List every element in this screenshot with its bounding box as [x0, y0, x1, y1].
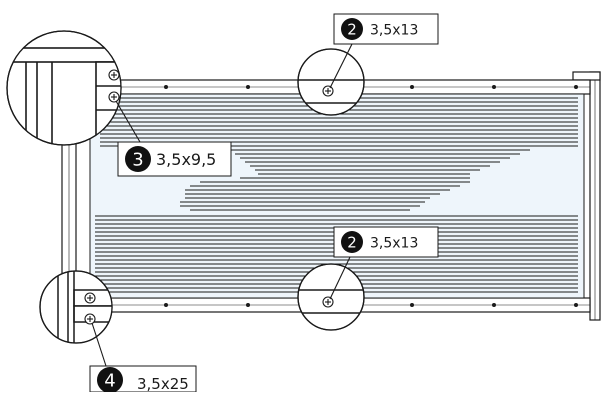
phillips-screw-icon	[322, 296, 334, 308]
callout-number: 3	[132, 150, 143, 171]
callout-spec: 3,5x13	[370, 23, 418, 39]
rail-screw-dot	[164, 303, 168, 307]
callout-spec: 3,5x25	[137, 375, 189, 392]
rail-screw-dot	[246, 85, 250, 89]
rail-screw-dot	[410, 85, 414, 89]
callout-number: 2	[347, 234, 357, 252]
callout-top-center: 2 3,5x13	[333, 13, 439, 45]
rail-screw-dot	[574, 85, 578, 89]
detail-circle-bottom-left	[39, 270, 113, 344]
callout-spec: 3,5x13	[370, 236, 418, 252]
callout-number: 4	[104, 371, 115, 392]
detail-circle-top-center	[297, 48, 365, 116]
rail-screw-dot	[410, 303, 414, 307]
callout-bottom-center: 2 3,5x13	[333, 226, 439, 258]
callout-left-top: 3 3,5x9,5	[117, 141, 232, 177]
rail-screw-dot	[574, 303, 578, 307]
rail-screw-dot	[492, 85, 496, 89]
rail-screw-dot	[492, 303, 496, 307]
phillips-screw-icon	[84, 313, 96, 325]
callout-number: 2	[347, 21, 357, 39]
phillips-screw-icon	[108, 91, 120, 103]
rail-screw-dot	[164, 85, 168, 89]
rail-screw-dot	[246, 303, 250, 307]
callout-spec: 3,5x9,5	[156, 150, 216, 169]
phillips-screw-icon	[322, 85, 334, 97]
phillips-screw-icon	[108, 69, 120, 81]
callout-left-bottom: 4 3,5x25	[89, 365, 197, 393]
phillips-screw-icon	[84, 292, 96, 304]
leader-lines	[91, 43, 353, 367]
